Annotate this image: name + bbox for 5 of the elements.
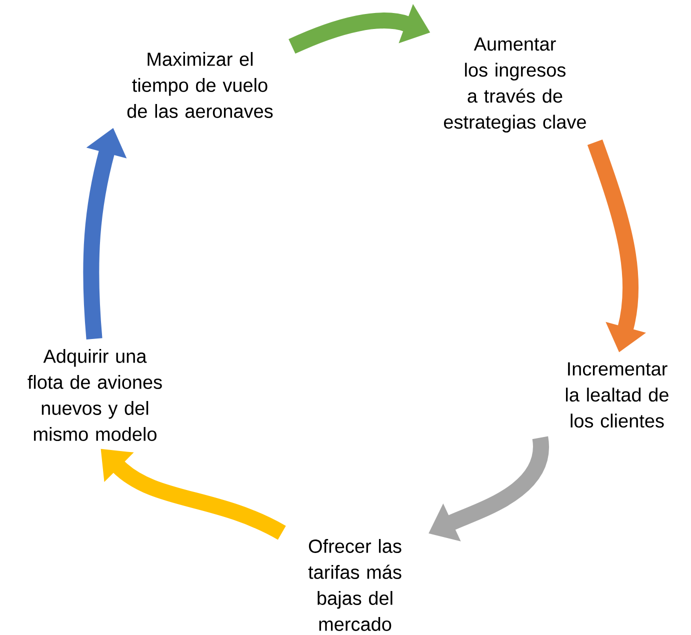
step-text: Ofrecer las tarifas más bajas del mercado xyxy=(308,539,402,631)
step-text: Incrementar la lealtad de los clientes xyxy=(566,362,668,428)
step-text: Maximizar el tiempo de vuelo de las aeronaves xyxy=(127,52,273,118)
step-text: Adquirir una flota de aviones nuevos y del mismo modelo xyxy=(28,349,162,441)
step-text: Aumentar los ingresos a través de estrategias clave xyxy=(444,37,586,132)
